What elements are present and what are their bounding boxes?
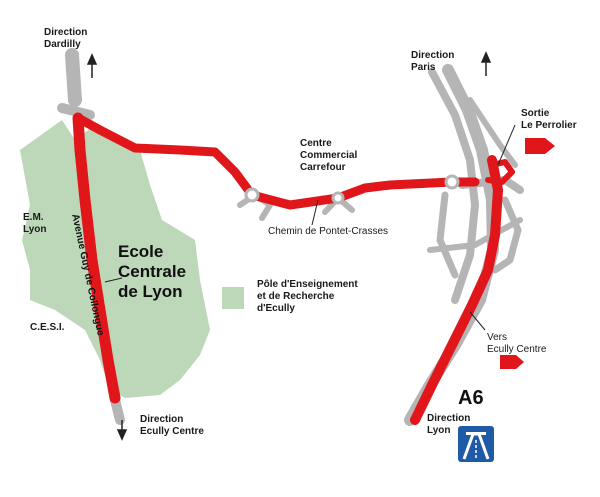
label-sortie: Sortie Le Perrolier: [521, 108, 577, 131]
direction-arrows: [86, 51, 492, 441]
exit-arrow-sortie: [525, 138, 555, 154]
roundabout-right: [444, 174, 460, 190]
pole-legend-square: [222, 287, 244, 309]
label-ecole: Ecole Centrale de Lyon: [118, 242, 187, 301]
label-cesi: C.E.S.I.: [30, 322, 65, 333]
label-centre-commercial: Centre Commercial Carrefour: [300, 138, 358, 173]
label-vers-ecully: Vers Ecully Centre: [487, 332, 547, 355]
label-direction-dardilly: Direction Dardilly: [44, 27, 88, 50]
exit-arrow-ecully: [500, 355, 524, 369]
label-a6: A6: [458, 387, 484, 409]
campus-area: [20, 120, 210, 398]
leader-lines: [104, 124, 516, 331]
roundabout-left: [244, 187, 260, 203]
motorway-sign-icon: [458, 426, 494, 462]
label-direction-ecully: Direction Ecully Centre: [140, 414, 204, 437]
label-em-lyon: E.M. Lyon: [23, 212, 47, 235]
roundabout-center: [331, 191, 345, 205]
label-direction-paris: Direction Paris: [411, 50, 455, 73]
label-direction-lyon: Direction Lyon: [427, 413, 471, 436]
label-pole: Pôle d'Enseignement et de Recherche d'Ec…: [257, 279, 358, 314]
label-chemin: Chemin de Pontet-Crasses: [268, 226, 389, 237]
